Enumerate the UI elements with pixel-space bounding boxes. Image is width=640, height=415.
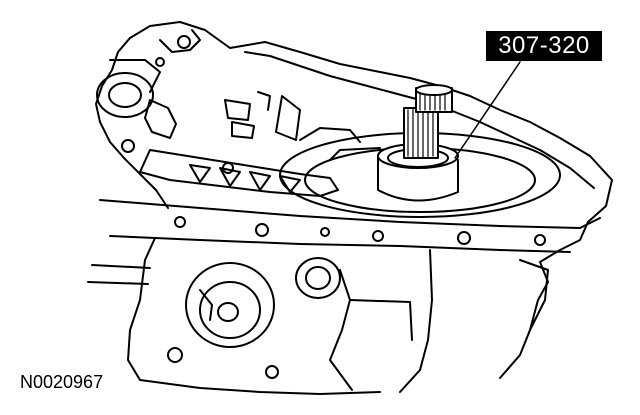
brackets (225, 92, 300, 140)
case-flange (100, 200, 600, 252)
lower-case (88, 238, 548, 394)
tool-callout-label: 307-320 (486, 31, 602, 61)
baffle-strip (122, 140, 338, 196)
seal-installer-tool (378, 85, 458, 201)
callout-leader (455, 62, 520, 158)
figure-id: N0020967 (20, 372, 104, 392)
upper-left-boss (97, 60, 160, 117)
lower-ports (168, 258, 412, 390)
